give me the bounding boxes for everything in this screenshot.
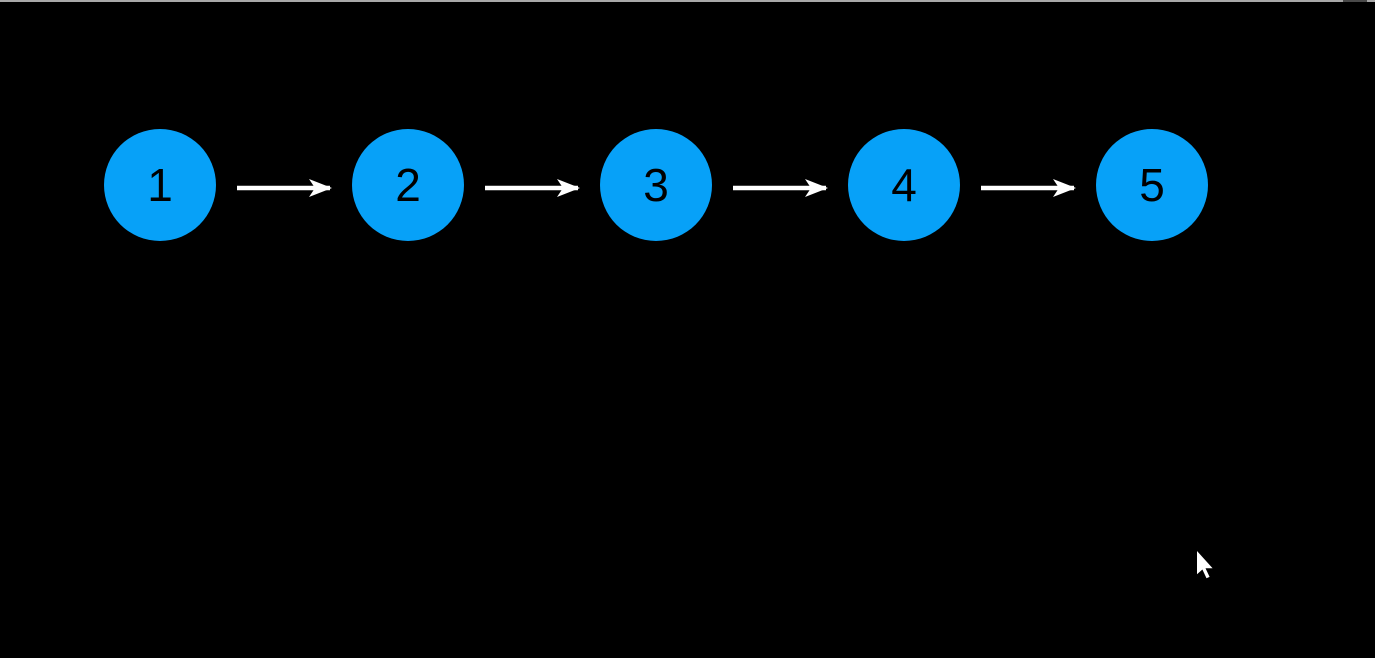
list-node[interactable]: 1	[104, 129, 216, 241]
list-node[interactable]: 4	[848, 129, 960, 241]
node-circle[interactable]	[600, 129, 712, 241]
window-top-edge	[0, 0, 1375, 2]
node-circle[interactable]	[848, 129, 960, 241]
node-label: 3	[643, 159, 669, 211]
list-node[interactable]: 2	[352, 129, 464, 241]
node-label: 1	[147, 159, 173, 211]
list-node[interactable]: 5	[1096, 129, 1208, 241]
node-circle[interactable]	[1096, 129, 1208, 241]
window-top-edge-notch	[1343, 0, 1367, 2]
node-circle[interactable]	[104, 129, 216, 241]
list-node[interactable]: 3	[600, 129, 712, 241]
node-label: 4	[891, 159, 917, 211]
node-circle[interactable]	[352, 129, 464, 241]
node-label: 5	[1139, 159, 1165, 211]
node-label: 2	[395, 159, 421, 211]
